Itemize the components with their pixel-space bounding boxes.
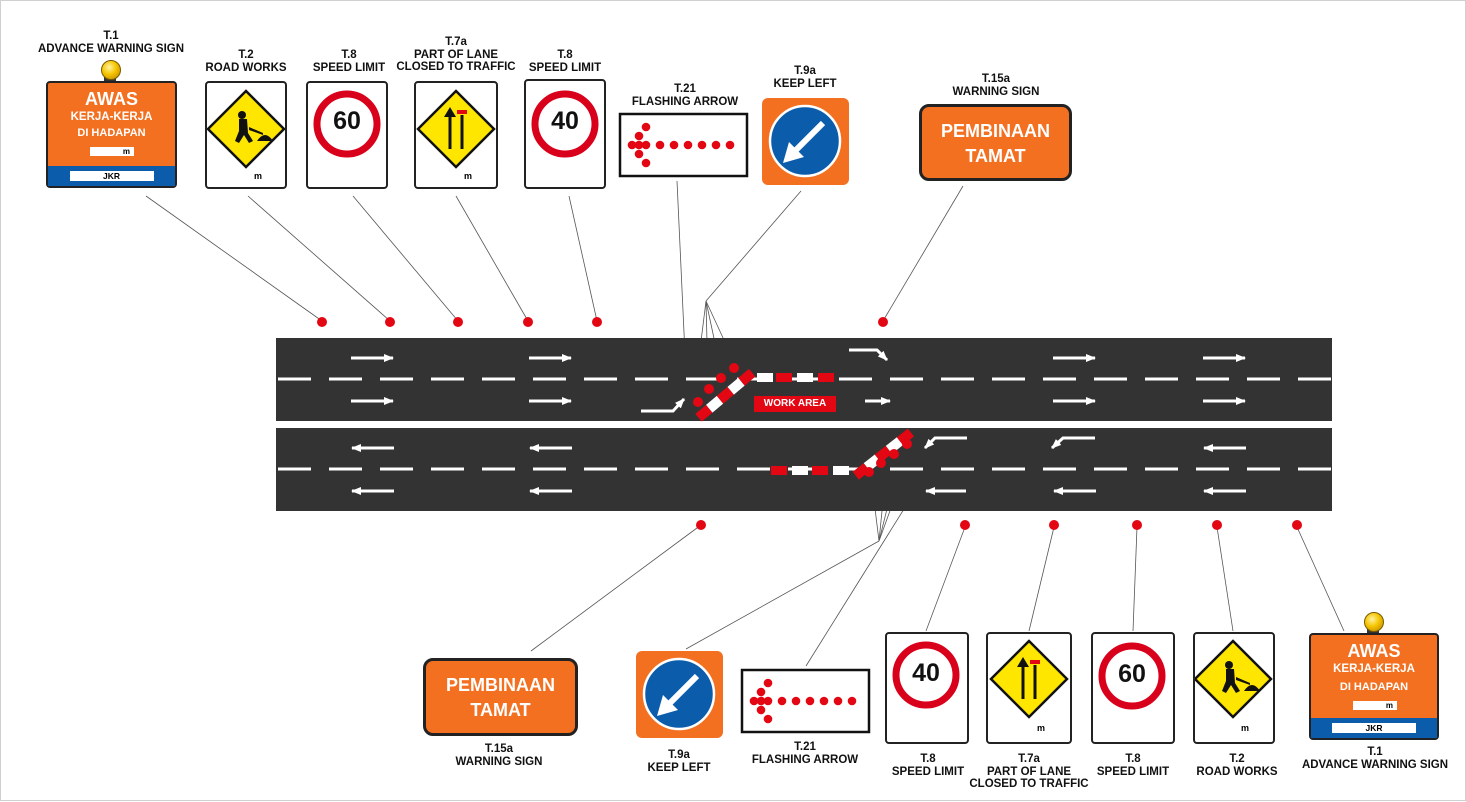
pembinaan-tamat-sign-top: PEMBINAAN TAMAT [919, 104, 1072, 181]
speed-value-40-top: 40 [551, 107, 579, 135]
speed-limit-60-sign-bottom [1091, 632, 1175, 744]
advance-warning-sign-bottom: AWAS KERJA-KERJA DI HADAPAN m JKR [1309, 633, 1439, 740]
work-area-label: WORK AREA [754, 396, 836, 412]
speed-limit-ring-60-bottom [1098, 642, 1166, 710]
pembinaan-line1-bottom: PEMBINAAN [445, 675, 555, 695]
speed-limit-40-sign-top [524, 79, 606, 189]
road-works-diamond-icon-bottom [1193, 639, 1273, 719]
keep-left-sign-top [762, 98, 849, 185]
pembinaan-line1: PEMBINAAN [940, 121, 1050, 141]
advance-warning-sign-top: AWAS KERJA-KERJA DI HADAPAN m JKR [46, 81, 177, 188]
road-works-diamond-icon [206, 89, 286, 169]
leader-lines-top [145, 180, 964, 399]
awas-line3-bottom: DI HADAPAN [1339, 681, 1409, 693]
speed-limit-ring-40-top [531, 90, 599, 158]
lane-closed-distance-bottom: m [1007, 723, 1051, 733]
speed-limit-60-sign-top [306, 81, 388, 189]
speed-unit-60-bottom: km/j [1122, 718, 1144, 732]
speed-value-60-top: 60 [333, 107, 361, 135]
awas-title-bottom: AWAS [1347, 641, 1401, 661]
road-works-sign-top [205, 81, 287, 189]
agency-label: JKR [69, 171, 154, 181]
upper-direction-arrows [351, 348, 1246, 413]
road-works-distance-top: m [224, 171, 268, 181]
speed-unit-40-bottom: km/j [916, 718, 938, 732]
pembinaan-tamat-sign-bottom: PEMBINAAN TAMAT [423, 658, 578, 736]
speed-value-60-bottom: 60 [1118, 660, 1146, 688]
pembinaan-line2-bottom: TAMAT [470, 700, 531, 720]
speed-unit-40-top: km/j [554, 164, 576, 178]
distance-box-bottom: m [1353, 701, 1397, 710]
lane-closed-diamond-icon-bottom [989, 639, 1069, 719]
lane-closed-diamond-icon-top [416, 89, 496, 169]
warning-beacon-icon-bottom [1364, 612, 1384, 632]
agency-label-bottom: JKR [1332, 723, 1416, 733]
sign-location-dots [317, 317, 1302, 530]
distance-box: m [90, 147, 134, 156]
lane-closed-distance-top: m [434, 171, 478, 181]
speed-value-40-bottom: 40 [912, 659, 940, 687]
speed-limit-ring-60-top [313, 90, 381, 158]
awas-line2: KERJA-KERJA [70, 111, 153, 123]
speed-limit-40-sign-bottom [885, 632, 969, 744]
lower-direction-arrows [351, 436, 1246, 495]
awas-line3: DI HADAPAN [77, 127, 146, 139]
speed-limit-ring-40-bottom [892, 641, 960, 709]
lane-closed-sign-top [414, 81, 498, 189]
speed-unit-60-top: km/j [336, 164, 358, 178]
pembinaan-line2: TAMAT [965, 146, 1026, 166]
road-works-distance-bottom: m [1211, 723, 1255, 733]
flashing-arrow-board-bottom [740, 668, 871, 734]
flashing-arrow-board-top [618, 112, 749, 178]
warning-beacon-icon [101, 60, 121, 80]
keep-left-sign-bottom [636, 651, 723, 738]
lower-cone-taper [771, 428, 915, 480]
awas-title: AWAS [84, 89, 138, 109]
upper-cone-taper [693, 363, 834, 422]
awas-line2-bottom: KERJA-KERJA [1333, 663, 1415, 675]
